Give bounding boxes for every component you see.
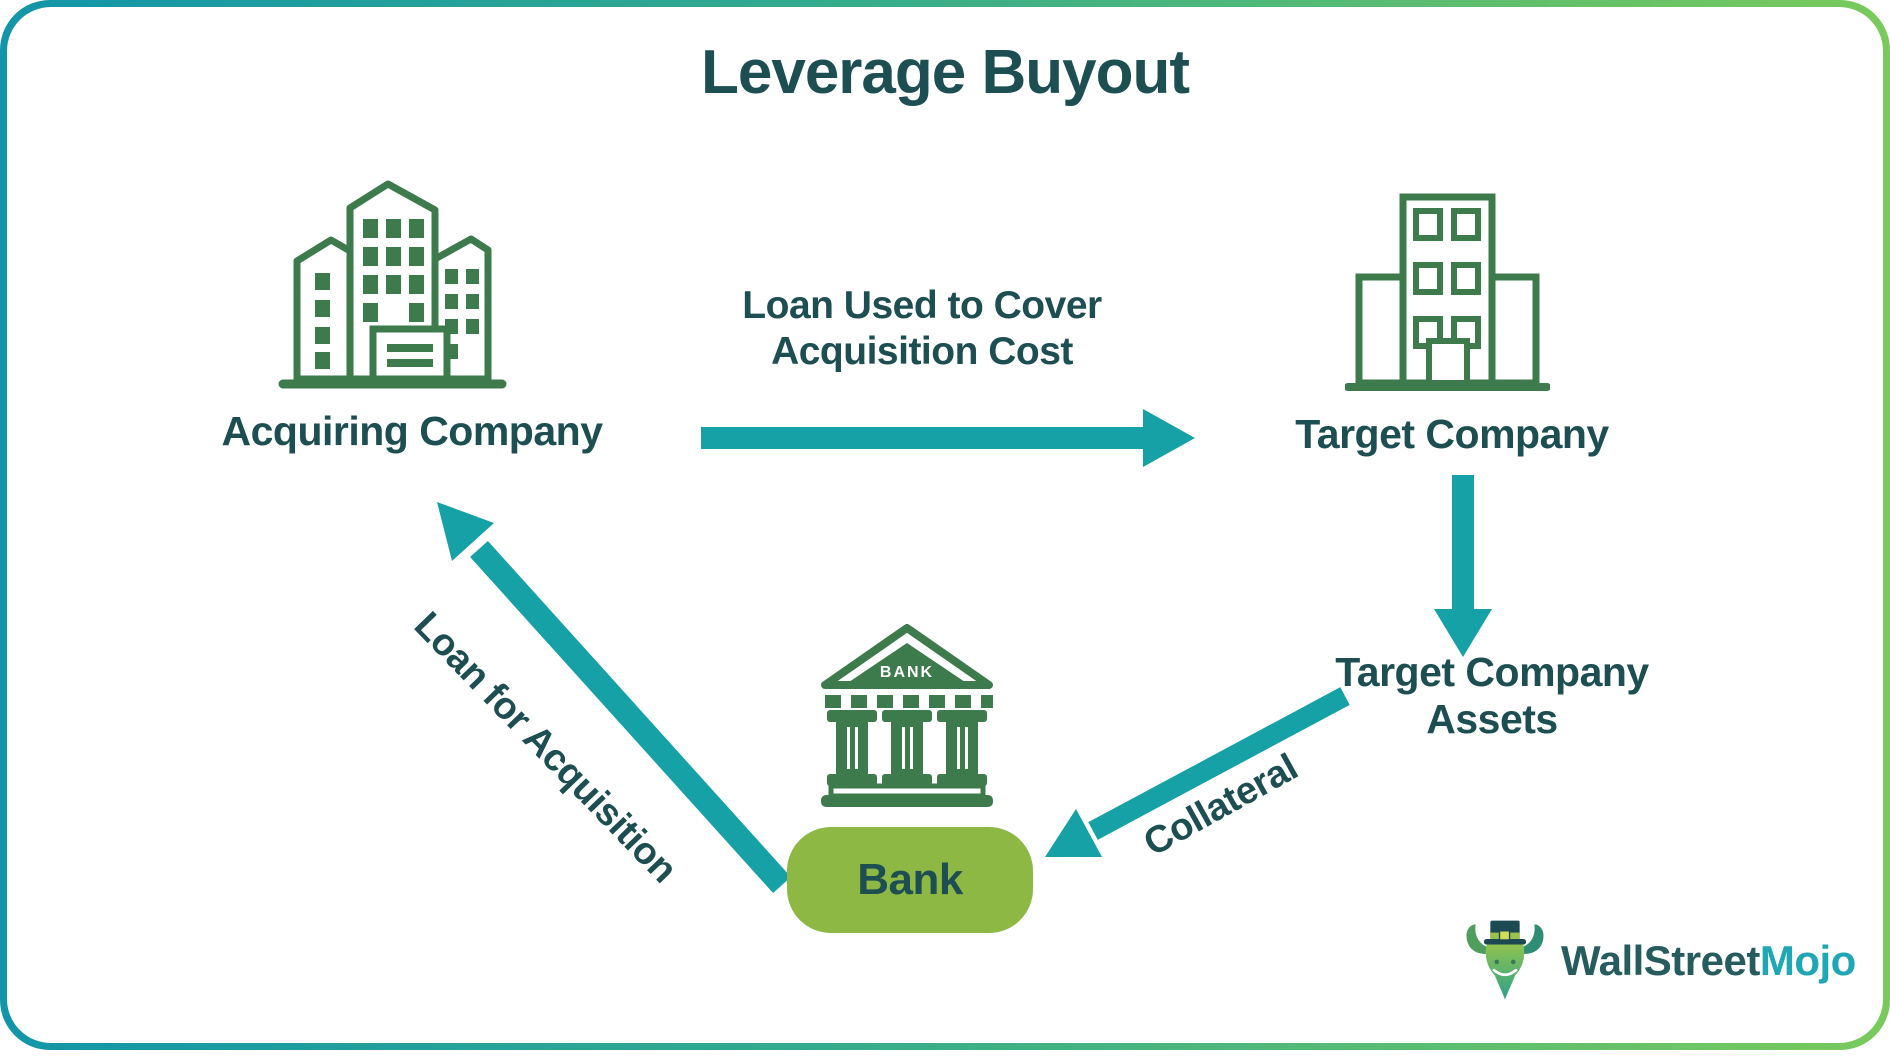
diagram-canvas: Leverage Buyout [7,7,1883,1043]
target-company-assets-label: Target Company Assets [1297,649,1687,743]
logo-text-accent: Mojo [1759,937,1856,984]
bank-node: Bank [787,827,1033,933]
loan-used-label-line1: Loan Used to Cover [742,284,1102,327]
target-company-label: Target Company [1295,411,1609,457]
bank-icon: BANK [821,624,993,807]
bank-node-label: Bank [857,855,963,904]
collateral-label: Collateral [1137,746,1305,865]
logo-text-primary: WallStreet [1561,937,1760,984]
acquiring-company-label: Acquiring Company [221,408,603,454]
loan-used-arrow [701,409,1195,467]
wallstreetmojo-logo: WallStreetMojo [1459,917,1856,1005]
loan-used-label: Loan Used to Cover Acquisition Cost [687,283,1157,375]
loan-used-label-line2: Acquisition Cost [771,330,1073,374]
target-company-icon [1345,193,1550,391]
bull-mascot-icon [1466,920,1544,1000]
wallstreetmojo-wordmark: WallStreetMojo [1561,937,1856,985]
page-title: Leverage Buyout [700,38,1190,107]
target-company-assets-line2: Assets [1426,696,1558,743]
target-company-assets-line1: Target Company [1335,649,1649,695]
bank-sign-text: BANK [880,664,934,681]
target-assets-arrow [1434,475,1492,657]
acquiring-company-icon [278,180,507,389]
loan-for-acquisition-label: Loan for Acquisition [405,604,685,892]
